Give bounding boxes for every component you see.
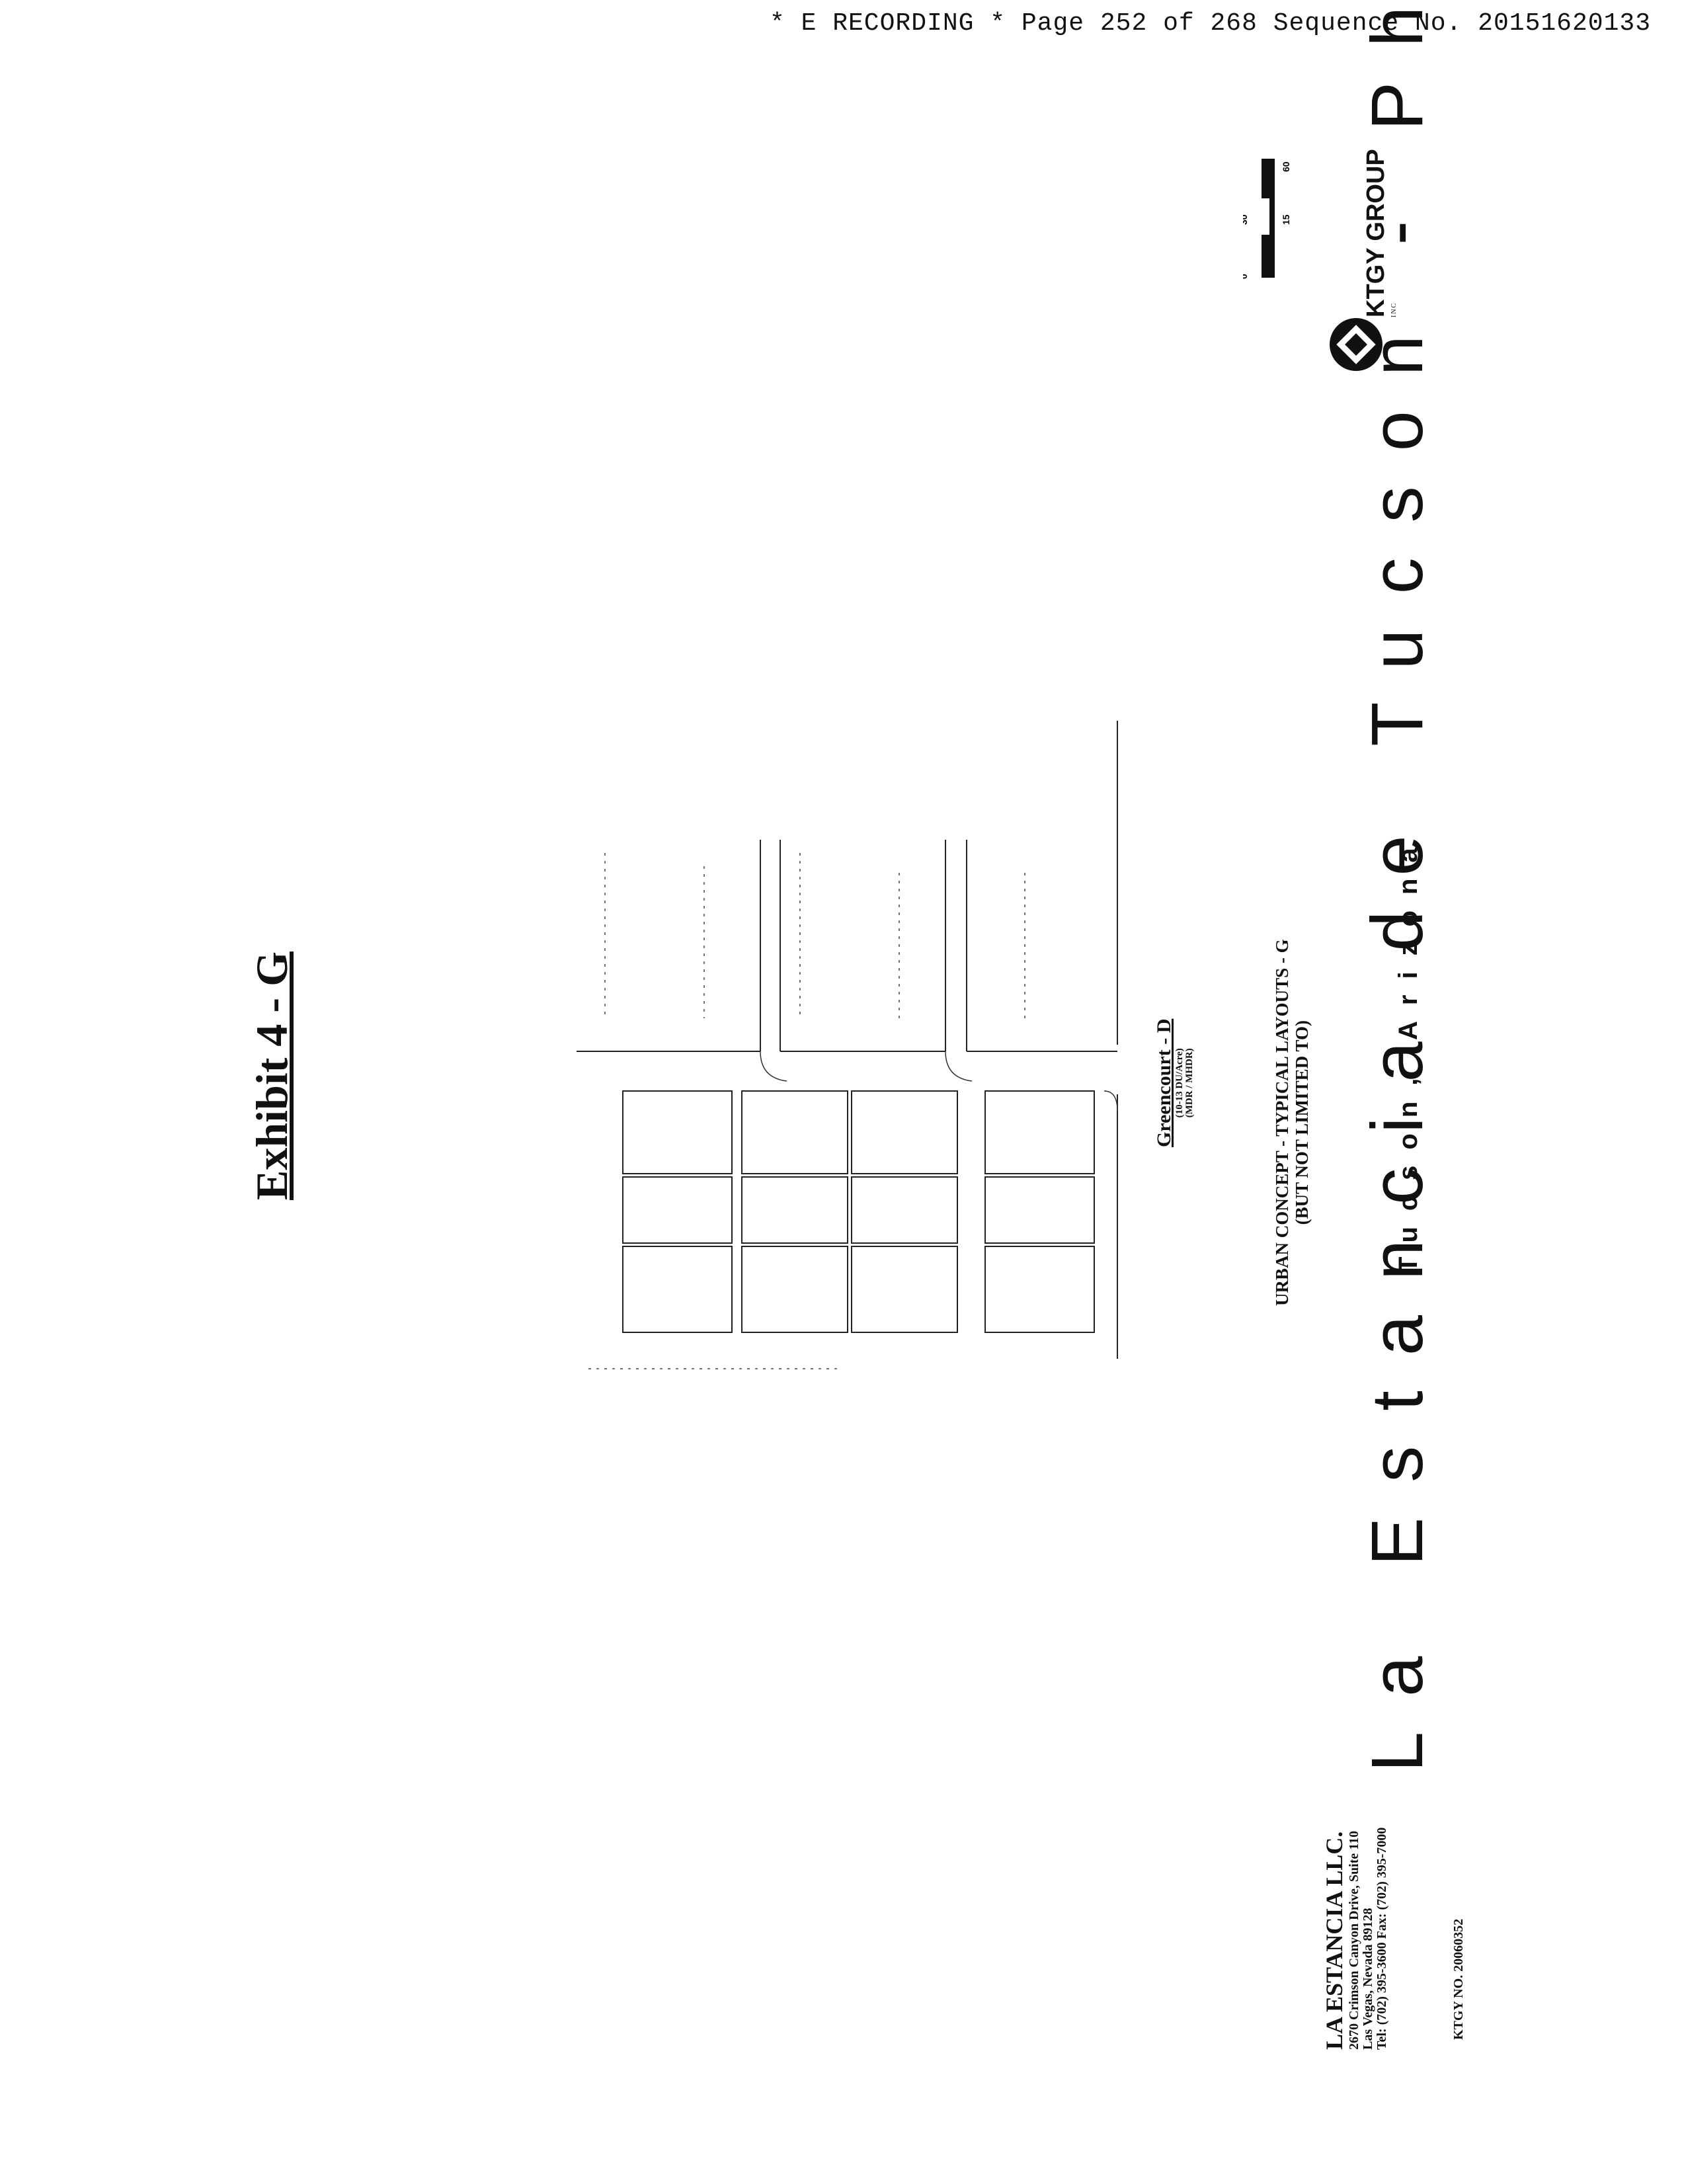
concept-caption: URBAN CONCEPT - TYPICAL LAYOUTS - G (BUT… (1272, 939, 1312, 1306)
client-name: LA ESTANCIA LLC. (1321, 1831, 1347, 2050)
plan-name: Greencourt - D (1153, 1018, 1175, 1147)
scale-label-0: 0 (1243, 274, 1249, 279)
job-number: KTGY NO. 20060352 (1451, 1918, 1466, 2040)
firm-name: KTGY GROUP (1362, 149, 1390, 317)
firm-logo-icon (1330, 318, 1383, 371)
client-address-1: 2670 Crimson Canyon Drive, Suite 110 (1346, 1830, 1361, 2050)
client-address-2: Las Vegas, Nevada 89128 (1360, 1908, 1375, 2050)
firm-block: KTGY GROUP INC (1362, 149, 1398, 317)
client-block: LA ESTANCIA LLC. 2670 Crimson Canyon Dri… (1321, 1827, 1389, 2050)
plan-density: (10-13 DU/Acre) (1174, 1048, 1185, 1118)
site-plan-drawing (577, 721, 1118, 1369)
project-city: Tucson, Arizona (1394, 832, 1423, 1273)
recording-header: * E RECORDING * Page 252 of 268 Sequence… (769, 9, 1651, 38)
scale-label-60: 60 (1281, 161, 1291, 172)
client-phone: Tel: (702) 395-3600 Fax: (702) 395-7000 (1374, 1827, 1389, 2050)
plan-label: Greencourt - D (10-13 DU/Acre) (MDR / MH… (1153, 1018, 1195, 1147)
concept-line-2: (BUT NOT LIMITED TO) (1291, 1020, 1312, 1225)
scale-bar: 0 30 15 60 (1243, 159, 1291, 279)
scale-label-30: 30 (1243, 214, 1249, 225)
scale-label-15: 15 (1281, 214, 1291, 225)
concept-line-1: URBAN CONCEPT - TYPICAL LAYOUTS - G (1272, 939, 1292, 1306)
exhibit-title: Exhibit 4 - G (247, 951, 297, 1200)
plan-zoning: (MDR / MHDR) (1184, 1048, 1195, 1118)
firm-suffix: INC (1390, 302, 1398, 317)
